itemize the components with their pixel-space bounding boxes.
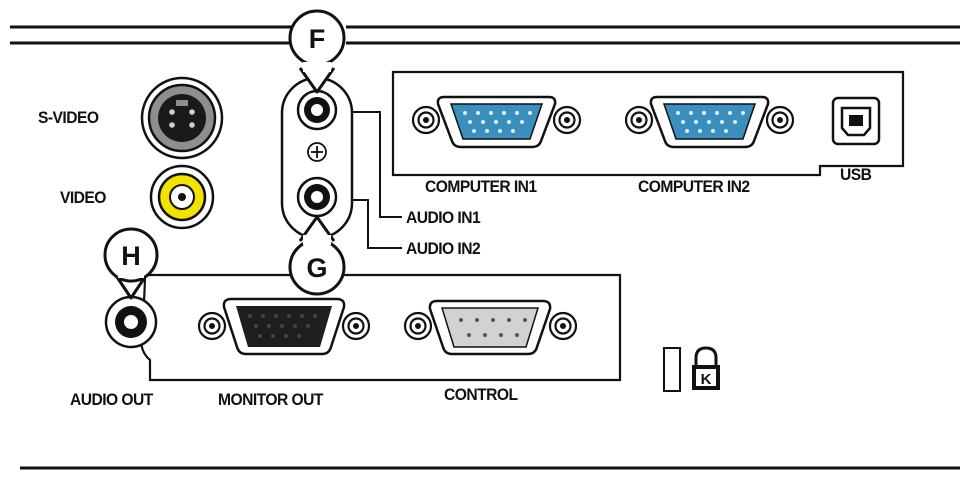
computer-in1-label: COMPUTER IN1: [425, 177, 537, 196]
video-port: [149, 164, 215, 230]
panel-top-edge: [10, 25, 960, 45]
kensington-lock-icon: K: [692, 346, 720, 390]
audio-in-group: [280, 76, 354, 240]
monitor-out-label: MONITOR OUT: [218, 390, 323, 409]
control-port: [403, 299, 578, 356]
usb-label: USB: [840, 165, 872, 184]
callout-g-label: G: [306, 253, 327, 283]
callout-f-label: F: [309, 24, 326, 54]
computer-in1-port: [411, 95, 582, 149]
security-slot: [663, 347, 681, 392]
audio-in1-label: AUDIO IN1: [406, 208, 481, 227]
audio-out-label: AUDIO OUT: [70, 390, 153, 409]
callout-h-label: H: [121, 241, 141, 271]
audio-in-leaders: [352, 111, 402, 249]
audio-in1-jack: [296, 89, 338, 131]
callout-h: H: [103, 227, 159, 300]
audio-in2-jack: [296, 176, 338, 218]
usb-port: [831, 96, 881, 146]
computer-in2-label: COMPUTER IN2: [638, 177, 750, 196]
computer-in2-port: [624, 95, 795, 149]
monitor-out-port: [197, 297, 371, 356]
audio-in2-label: AUDIO IN2: [406, 239, 481, 258]
callout-g: G: [288, 215, 346, 296]
control-label: CONTROL: [444, 385, 518, 404]
s-video-label: S-VIDEO: [38, 108, 99, 127]
plus-icon: [307, 142, 327, 162]
svg-text:K: K: [701, 371, 712, 388]
audio-out-jack: [104, 295, 158, 349]
s-video-port: [140, 76, 224, 160]
callout-f: F: [288, 9, 346, 94]
video-label: VIDEO: [60, 188, 106, 207]
